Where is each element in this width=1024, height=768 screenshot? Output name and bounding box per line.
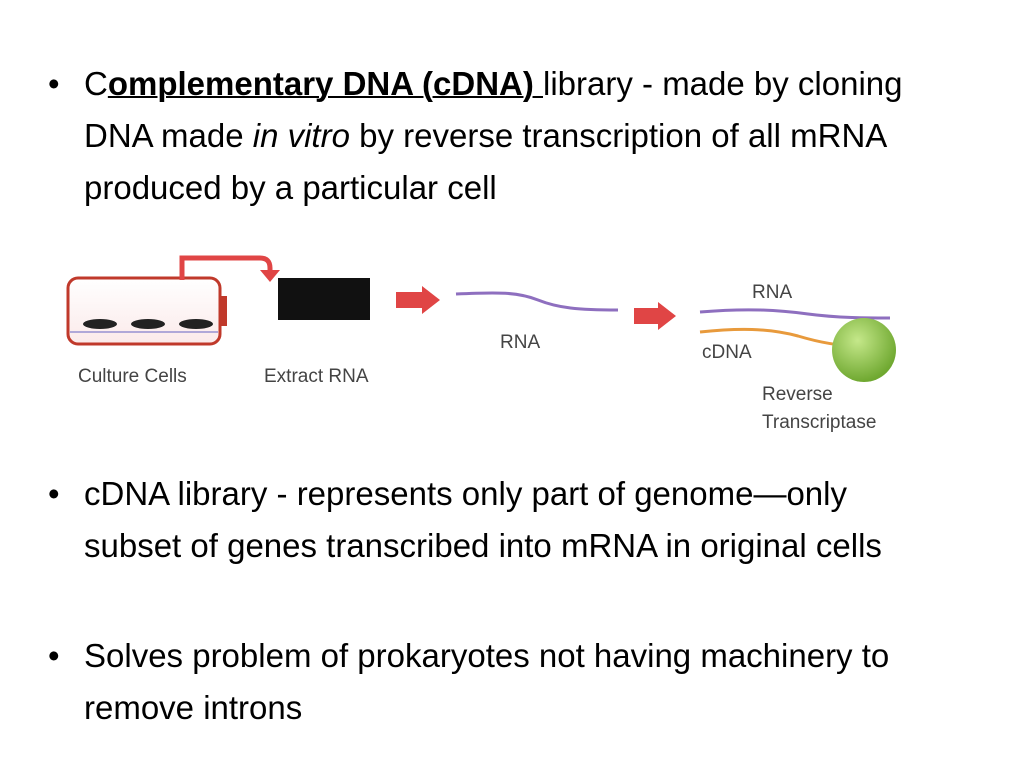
rna-strand-middle <box>455 291 619 312</box>
label-reverse: Reverse <box>762 384 833 405</box>
process-diagram-svg: Culture Cells Extract RNA RNA RNA cDNA R… <box>66 255 896 433</box>
bullet-cdna-library-definition: • Complementary DNA (cDNA) library - mad… <box>48 58 948 214</box>
curved-arrow-icon <box>179 255 280 282</box>
extract-rna-box <box>278 278 370 320</box>
rna-strand-top <box>699 308 891 320</box>
cdna-process-diagram: Culture Cells Extract RNA RNA RNA cDNA R… <box>48 242 928 442</box>
bullet-text: Solves problem of prokaryotes not having… <box>84 637 890 726</box>
bullet-symbol: • <box>48 475 60 512</box>
bullet-text: cDNA library - represents only part of g… <box>84 475 882 564</box>
culture-dish-icon <box>66 276 227 346</box>
label-rna-top: RNA <box>752 282 792 303</box>
bullet-symbol: • <box>48 65 60 102</box>
arrow-right-icon-2 <box>634 302 676 330</box>
definition-part1: library - made by cloning DNA made <box>84 65 903 154</box>
label-cdna: cDNA <box>702 342 752 363</box>
label-rna-middle: RNA <box>500 332 540 353</box>
label-transcriptase: Transcriptase <box>762 412 876 433</box>
c-letter: C <box>84 65 108 102</box>
bullet-symbol: • <box>48 637 60 674</box>
bullet-cdna-partial-genome: • cDNA library - represents only part of… <box>48 468 948 572</box>
definition-part2: by reverse transcription of all mRNA pro… <box>84 117 886 206</box>
arrow-right-icon-1 <box>396 286 440 314</box>
in-vitro-italic: in vitro <box>252 117 350 154</box>
reverse-transcriptase-icon <box>832 318 896 382</box>
bullet-text: Complementary DNA (cDNA) library - made … <box>84 58 948 214</box>
label-culture-cells: Culture Cells <box>78 366 187 387</box>
term-complementary-dna: omplementary DNA (cDNA) <box>107 65 544 102</box>
label-extract-rna: Extract RNA <box>264 366 369 387</box>
bullet-prokaryotes-introns: • Solves problem of prokaryotes not havi… <box>48 630 948 734</box>
